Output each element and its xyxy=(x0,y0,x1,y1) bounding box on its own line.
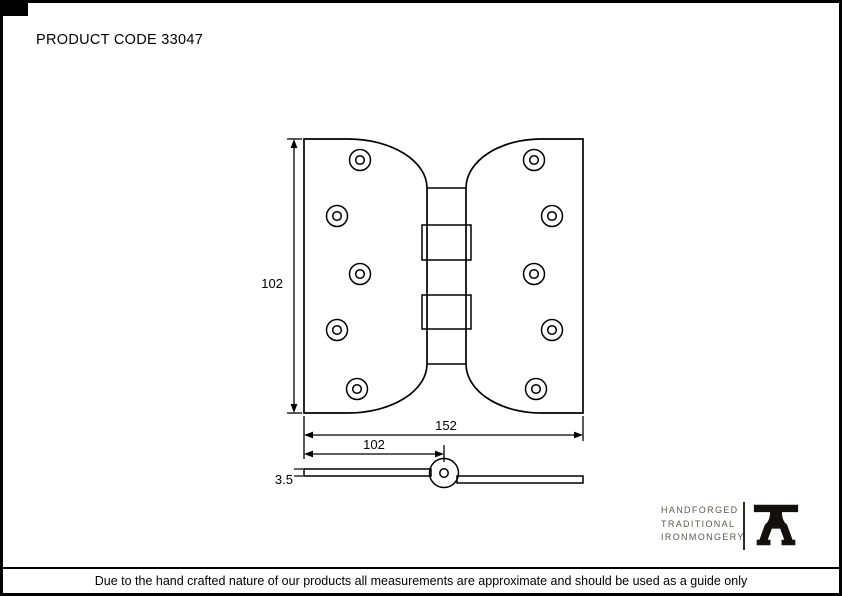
screw-hole xyxy=(348,262,372,286)
dimension-height-label: 102 xyxy=(261,276,283,291)
side-view-right-leaf xyxy=(456,475,584,484)
dimension-overall-width xyxy=(303,416,584,459)
screw-hole xyxy=(325,318,349,342)
hinge-side-view xyxy=(294,457,584,489)
screw-hole xyxy=(345,377,369,401)
hinge-front-view xyxy=(303,138,584,414)
dimension-leaf-width-label: 102 xyxy=(363,437,385,452)
screw-hole xyxy=(522,262,546,286)
footer-divider xyxy=(3,567,839,569)
screw-hole xyxy=(524,377,548,401)
dimension-thickness-label: 3.5 xyxy=(275,472,293,487)
logo-line-traditional: TRADITIONAL xyxy=(661,518,736,529)
screw-hole xyxy=(540,318,564,342)
corner-mark xyxy=(3,3,28,16)
side-view-left-leaf xyxy=(303,468,432,477)
dimension-height xyxy=(287,138,302,414)
hinge-technical-drawing: 102 152 102 3.5 xyxy=(261,138,584,489)
logo-divider xyxy=(743,502,745,550)
dimension-overall-width-label: 152 xyxy=(435,418,457,433)
screw-hole xyxy=(540,204,564,228)
screw-hole xyxy=(325,204,349,228)
logo-line-ironmongery: IRONMONGERY xyxy=(661,532,745,542)
screw-hole xyxy=(522,148,546,172)
screw-holes xyxy=(325,148,564,401)
dimension-leaf-width xyxy=(304,445,445,462)
side-view-pin xyxy=(439,468,449,478)
footer-disclaimer: Due to the hand crafted nature of our pr… xyxy=(94,574,748,588)
anvil-logo-icon xyxy=(753,504,799,546)
side-view-barrel xyxy=(428,457,460,489)
screw-hole xyxy=(348,148,372,172)
hinge-right-leaf xyxy=(465,138,584,414)
logo-line-handforged: HANDFORGED xyxy=(661,505,739,515)
brand-logo-text: HANDFORGED TRADITIONAL IRONMONGERY xyxy=(661,504,745,545)
product-code-label: PRODUCT CODE 33047 xyxy=(36,32,204,48)
hinge-left-leaf xyxy=(303,138,428,414)
hinge-knuckle xyxy=(421,187,472,365)
